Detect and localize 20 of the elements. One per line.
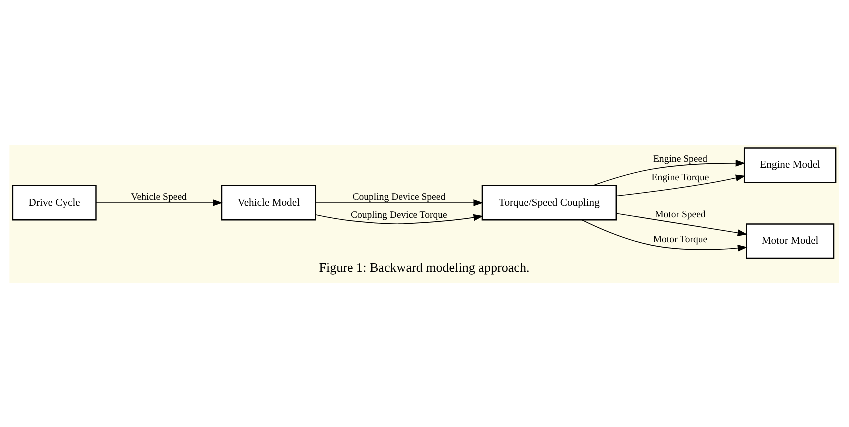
node-box: Engine Model [744,147,837,183]
arrow [96,199,223,206]
edge-label: Engine Torque [652,172,710,184]
node-box: Motor Model [746,223,835,259]
caption: Figure 1: Backward modeling approach. [319,260,530,275]
edge-label: Motor Torque [653,234,708,246]
node-box: Drive Cycle [12,184,97,220]
arrow [582,219,748,252]
edge-label: Vehicle Speed [131,192,187,203]
node-box: Vehicle Model [221,184,316,220]
node-box: Torque/Speed Coupling [482,184,617,220]
arrow [592,159,746,186]
arrow [616,212,748,236]
arrow [316,199,484,206]
arrow [616,174,746,196]
edge-label: Motor Speed [655,208,706,220]
edge-label: Engine Speed [653,153,708,164]
edge-label: Coupling Device Speed [352,192,446,203]
arrow [316,214,484,224]
edge-label: Coupling Device Torque [350,210,448,221]
